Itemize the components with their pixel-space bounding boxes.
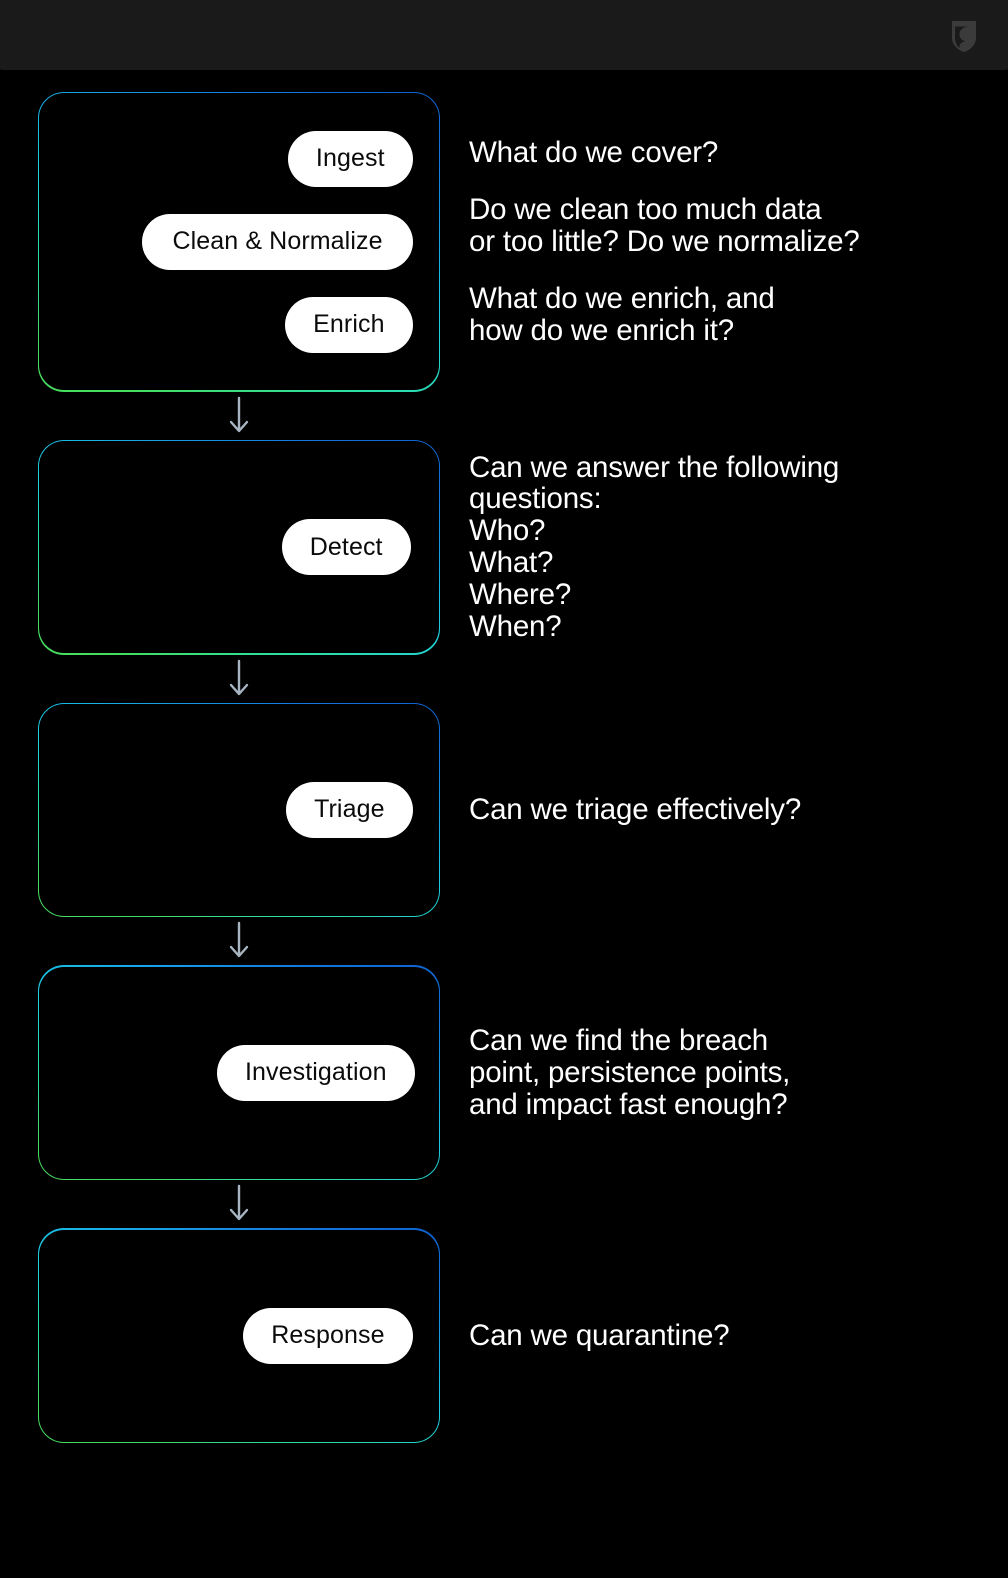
pipeline-flow: Ingest Clean & Normalize Enrich What do … — [0, 70, 1008, 1443]
stage-card-triage[interactable]: Triage — [38, 702, 440, 918]
stage-card-inner: Investigation — [39, 966, 439, 1179]
arrow-down-icon-3 — [38, 917, 440, 965]
pill-enrich[interactable]: Enrich — [285, 296, 413, 353]
stage-card-inner: Detect — [39, 441, 439, 654]
pill-response[interactable]: Response — [243, 1307, 413, 1364]
stage-card-response[interactable]: Response — [38, 1228, 440, 1443]
arrow-down-icon-1 — [38, 392, 440, 440]
note-detect-questions: Can we answer the following questions: W… — [469, 450, 840, 643]
pill-ingest[interactable]: Ingest — [287, 130, 413, 187]
note-stack-ingest: What do we cover? Do we clean too much d… — [469, 137, 1008, 346]
stage-row-detect: Detect Can we answer the following quest… — [0, 439, 1008, 655]
stage-row-investigation: Investigation Can we find the breach poi… — [0, 965, 1008, 1181]
stage-card-investigation[interactable]: Investigation — [38, 965, 440, 1181]
shield-logo-icon[interactable] — [948, 17, 980, 53]
note-triage: Can we triage effectively? — [469, 793, 802, 827]
pill-investigation[interactable]: Investigation — [216, 1044, 415, 1101]
top-header-bar — [0, 0, 1008, 70]
stage-row-response: Response Can we quarantine? — [0, 1228, 1008, 1443]
arrow-down-icon-2 — [38, 655, 440, 703]
spacer — [0, 70, 1008, 92]
note-clean-normalize: Do we clean too much data or too little?… — [469, 193, 860, 258]
stage-card-inner: Response — [39, 1229, 439, 1442]
pill-triage[interactable]: Triage — [286, 781, 413, 838]
note-cover: What do we cover? — [469, 136, 719, 170]
pill-detect[interactable]: Detect — [281, 519, 411, 576]
arrow-down-icon-4 — [38, 1180, 440, 1228]
stage-card-inner: Triage — [39, 703, 439, 916]
pill-clean-normalize[interactable]: Clean & Normalize — [142, 213, 413, 270]
stage-row-triage: Triage Can we triage effectively? — [0, 702, 1008, 918]
note-investigation: Can we find the breach point, persistenc… — [469, 1023, 791, 1121]
stage-card-detect[interactable]: Detect — [38, 439, 440, 655]
stage-card-inner: Ingest Clean & Normalize Enrich — [39, 93, 439, 391]
stage-row-ingest: Ingest Clean & Normalize Enrich What do … — [0, 92, 1008, 392]
stage-card-ingest[interactable]: Ingest Clean & Normalize Enrich — [38, 92, 440, 392]
note-enrich: What do we enrich, and how do we enrich … — [469, 281, 775, 347]
note-response: Can we quarantine? — [469, 1318, 730, 1352]
